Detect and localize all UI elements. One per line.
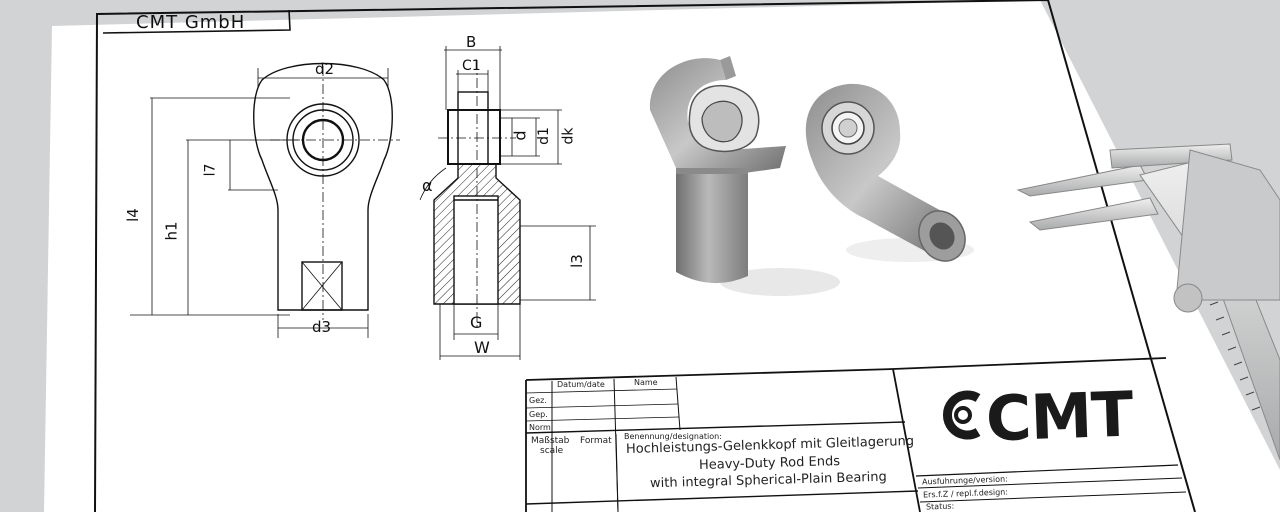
rod-end-image bbox=[805, 83, 974, 262]
dim-C1: C1 bbox=[462, 58, 481, 74]
dim-W: W bbox=[474, 338, 490, 357]
dim-l4: l4 bbox=[123, 208, 142, 222]
dim-B: B bbox=[466, 33, 477, 51]
title-block-lines bbox=[525, 357, 1187, 512]
drawing-frame bbox=[94, 0, 1196, 512]
dim-d1: d1 bbox=[535, 127, 552, 145]
tb-row-gep: Gep. bbox=[529, 410, 548, 419]
tb-row-norm: Norm bbox=[529, 423, 551, 432]
dim-d3: d3 bbox=[312, 318, 332, 336]
dim-dk: dk bbox=[560, 127, 577, 145]
dim-l7: l7 bbox=[202, 163, 219, 177]
dim-l3: l3 bbox=[567, 254, 586, 268]
dim-d: d bbox=[510, 130, 530, 141]
tb-row-gez: Gez. bbox=[529, 396, 547, 405]
dim-G: G bbox=[470, 313, 483, 332]
dim-d2: d2 bbox=[315, 60, 335, 78]
company-name: CMT GmbH bbox=[136, 12, 246, 33]
side-view bbox=[433, 91, 521, 305]
dim-h1: h1 bbox=[162, 221, 181, 241]
tb-format: Format bbox=[580, 436, 612, 446]
tb-col-name: Name bbox=[634, 378, 658, 387]
caliper-image bbox=[1016, 143, 1280, 461]
tb-scale-en: scale bbox=[540, 446, 564, 456]
rod-end-cutaway-image bbox=[649, 56, 840, 296]
dim-alpha: α bbox=[422, 176, 433, 195]
cmt-logo-text: CMT bbox=[984, 377, 1134, 456]
tb-status-label: Status: bbox=[925, 501, 955, 512]
paper-sheet bbox=[44, 0, 1280, 512]
tb-designation-label: Benennung/designation: bbox=[624, 432, 722, 441]
cmt-logo-mark bbox=[943, 390, 981, 440]
tb-scale-de: Maßstab bbox=[531, 436, 570, 446]
tb-col-date: Datum/date bbox=[557, 380, 605, 389]
